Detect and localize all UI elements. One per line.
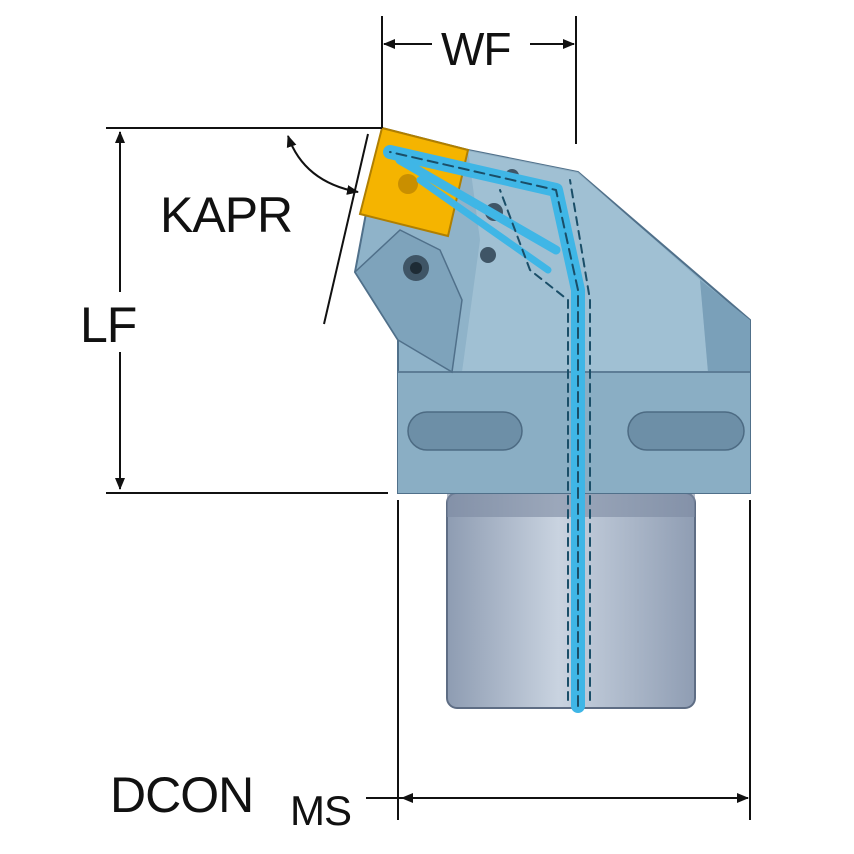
screw-hole — [480, 247, 496, 263]
grip-groove-right — [627, 411, 745, 451]
kapr-label: KAPR — [160, 187, 293, 243]
dcon-label: DCON — [110, 767, 254, 823]
coolant-channel — [383, 145, 591, 713]
grip-groove-left — [407, 411, 523, 451]
lf-label: LF — [80, 297, 137, 353]
wf-label: WF — [441, 23, 512, 75]
dimension-lines — [106, 16, 751, 820]
dcon-subscript-label: MS — [290, 787, 352, 834]
